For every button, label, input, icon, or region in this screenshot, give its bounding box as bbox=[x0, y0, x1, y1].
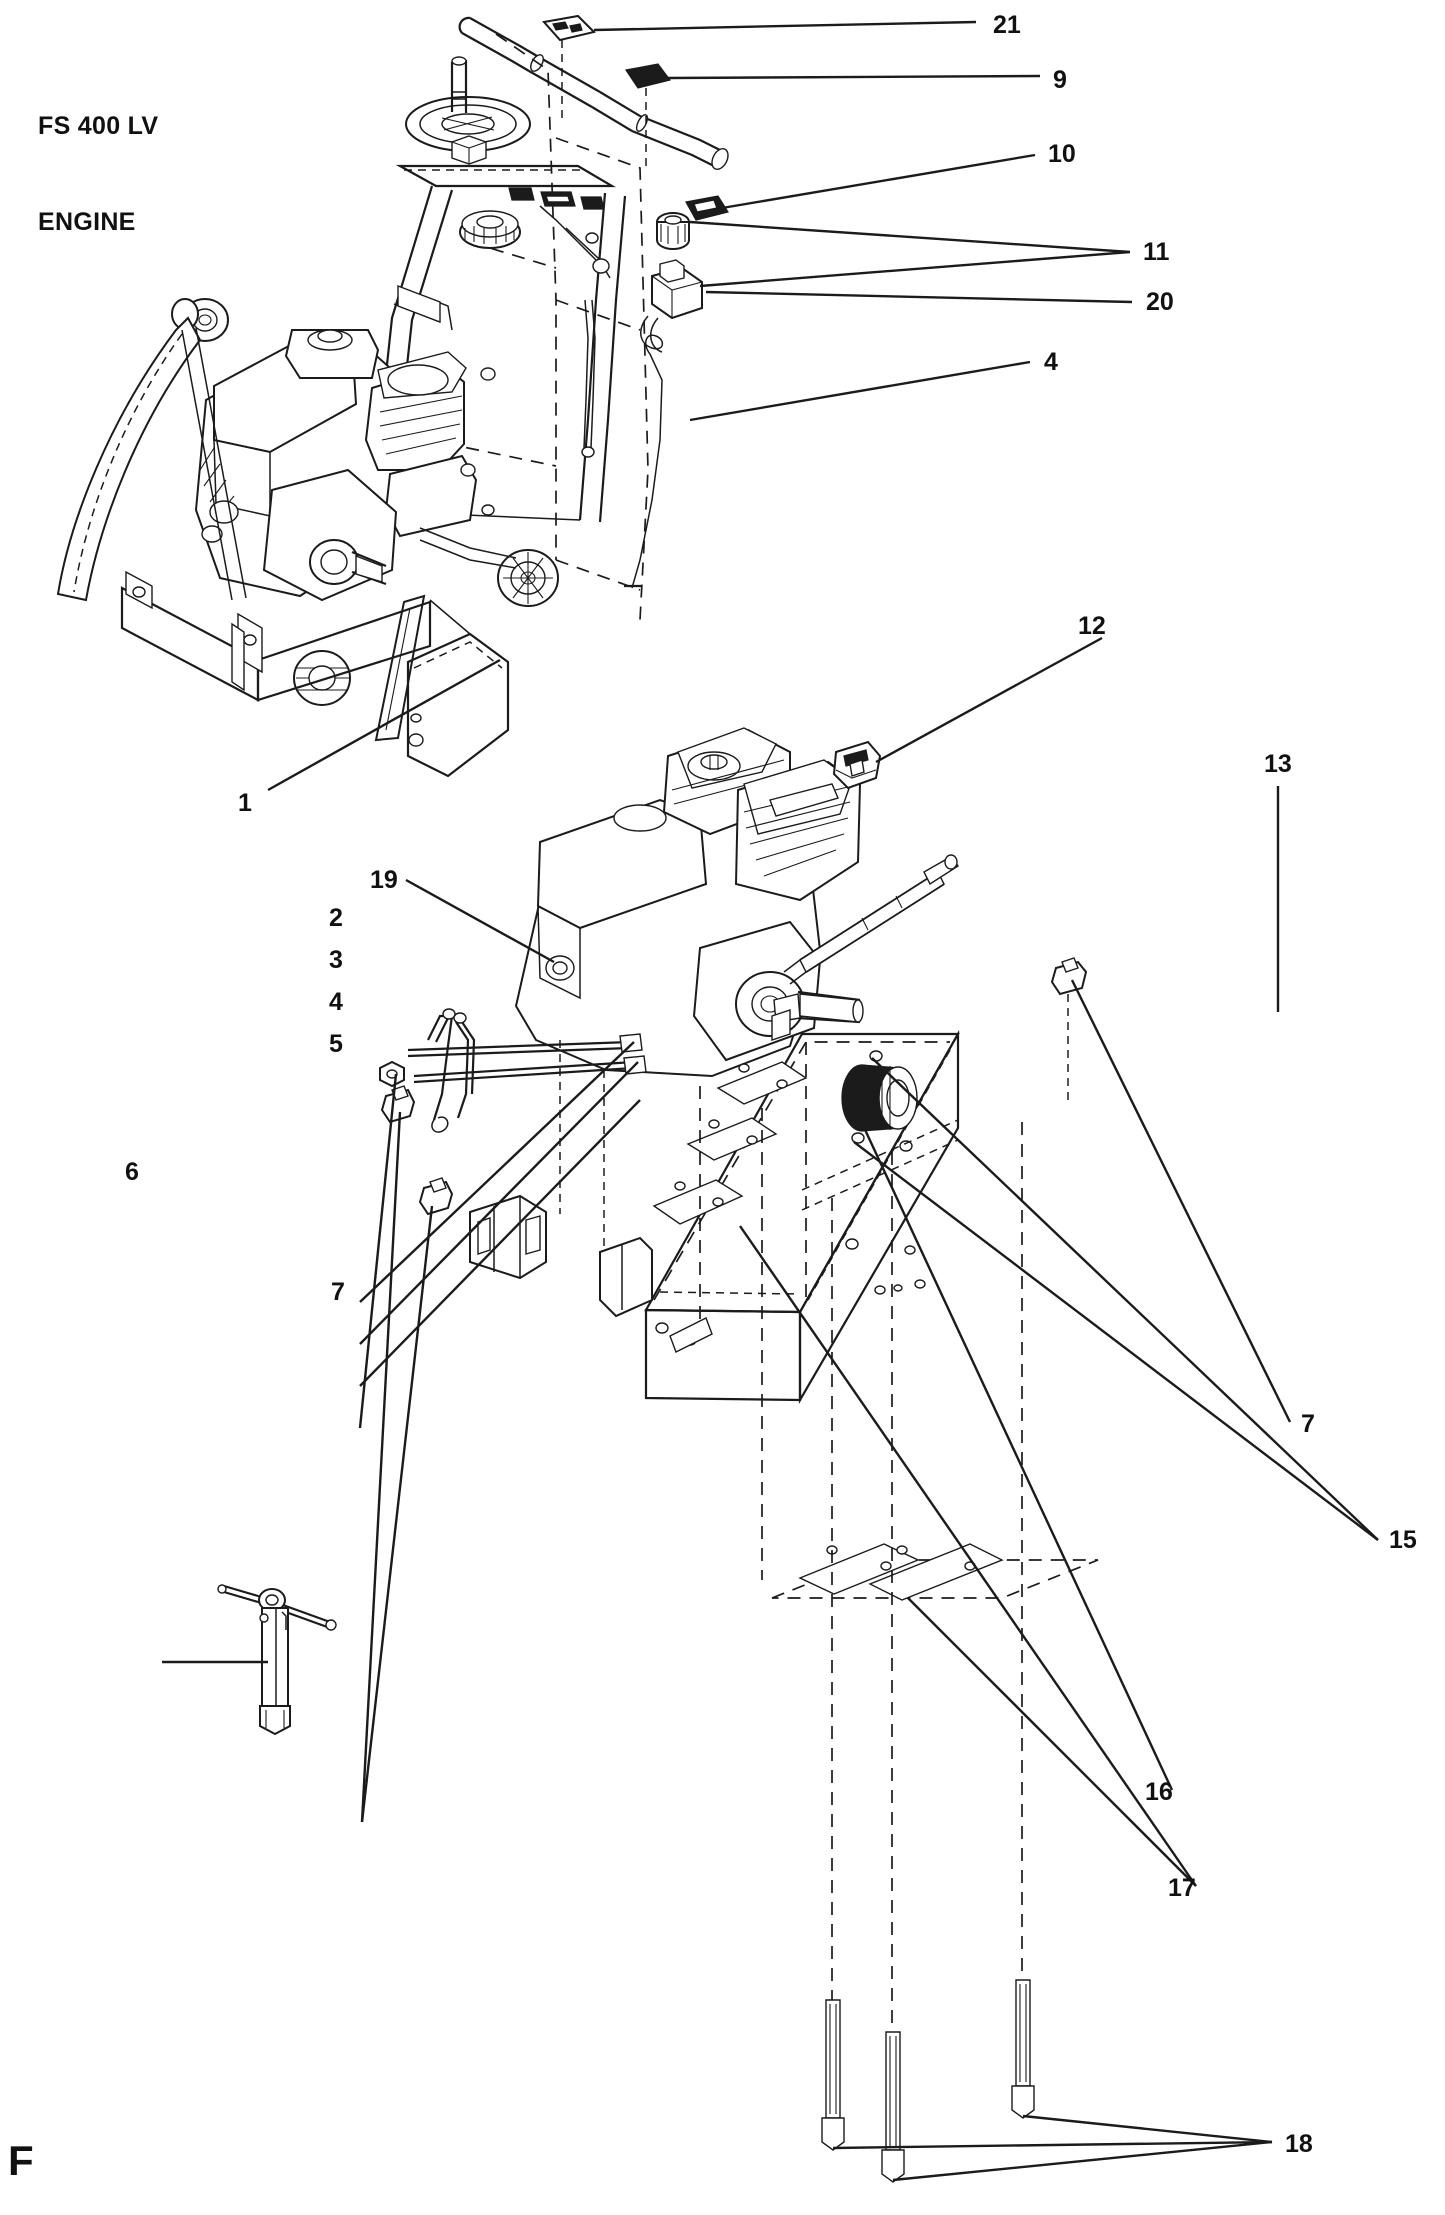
callout-17: 17 bbox=[1168, 1874, 1196, 1902]
title-line-section: ENGINE bbox=[38, 208, 136, 236]
lower-base-frame bbox=[469, 1029, 960, 1405]
part-10-plate bbox=[685, 195, 729, 221]
callout-2: 2 bbox=[329, 904, 343, 932]
part-16-muffler bbox=[841, 1050, 918, 1144]
callout-4-top: 4 bbox=[1044, 348, 1058, 376]
drive-belt bbox=[374, 594, 426, 742]
callout-20: 20 bbox=[1146, 288, 1174, 316]
part-9-plate bbox=[624, 63, 672, 168]
callout-7-left: 7 bbox=[331, 1278, 345, 1306]
part-21-plate bbox=[542, 14, 596, 120]
page-letter: F bbox=[8, 2137, 34, 2184]
part-17-plates bbox=[771, 1543, 1099, 1601]
fuel-tank-cap bbox=[459, 210, 521, 249]
callout-9: 9 bbox=[1053, 66, 1067, 94]
part-7-clamps bbox=[380, 957, 1088, 1216]
callout-16: 16 bbox=[1145, 1778, 1173, 1806]
callout-5: 5 bbox=[329, 1030, 343, 1058]
wheel-stem bbox=[450, 56, 468, 113]
top-assembly-group bbox=[56, 14, 729, 778]
hex-nut-top bbox=[451, 135, 487, 165]
callout-21: 21 bbox=[993, 11, 1021, 39]
callout-6: 6 bbox=[125, 1158, 139, 1186]
callout-7-right: 7 bbox=[1301, 1410, 1315, 1438]
callout-3: 3 bbox=[329, 946, 343, 974]
callout-13: 13 bbox=[1264, 750, 1292, 778]
lower-assembly-group bbox=[217, 727, 1099, 2183]
top-base-frame bbox=[120, 570, 510, 778]
part-12-bracket bbox=[832, 740, 882, 790]
part-5-nut bbox=[379, 1060, 405, 1088]
part-4-rod-top bbox=[624, 315, 664, 589]
callout-10: 10 bbox=[1048, 140, 1076, 168]
callout-12: 12 bbox=[1078, 612, 1106, 640]
handle-bars bbox=[458, 16, 729, 171]
callout-18: 18 bbox=[1285, 2130, 1313, 2158]
leader-lines bbox=[162, 20, 1379, 2182]
callout-4-lower: 4 bbox=[329, 988, 343, 1016]
upper-frame-plate bbox=[395, 164, 617, 210]
part-4-linkage bbox=[427, 1008, 476, 1133]
part-20-switchbox bbox=[651, 259, 703, 320]
callout-15: 15 bbox=[1389, 1526, 1417, 1554]
part-11-knob bbox=[656, 212, 690, 250]
callout-11: 11 bbox=[1143, 238, 1170, 266]
alignment-dashes bbox=[559, 1040, 1023, 2032]
page-title: FS 400 LV ENGINE bbox=[38, 46, 158, 302]
callout-19: 19 bbox=[370, 866, 398, 894]
blade-guard bbox=[56, 316, 202, 602]
steering-wheel bbox=[405, 96, 531, 152]
part-13-cable bbox=[783, 854, 959, 985]
lower-engine bbox=[514, 727, 864, 1078]
part-18-bolts bbox=[821, 1979, 1035, 2183]
top-engine bbox=[194, 329, 478, 602]
part-6-tool bbox=[217, 1584, 337, 1736]
title-line-model: FS 400 LV bbox=[38, 112, 159, 140]
top-linkages bbox=[181, 205, 611, 601]
callout-1: 1 bbox=[238, 789, 252, 817]
